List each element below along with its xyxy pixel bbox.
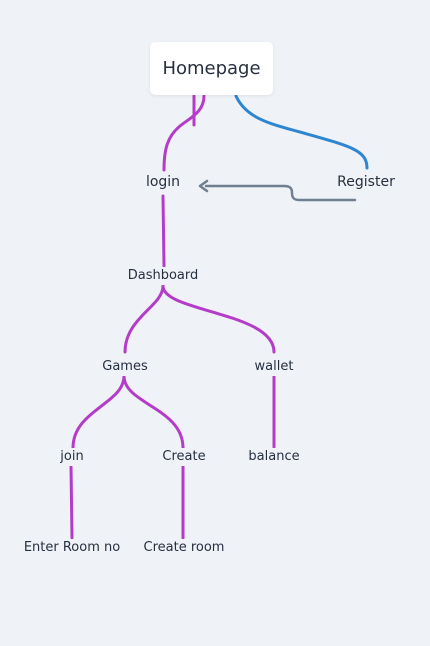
node-dashboard[interactable]: Dashboard [125,267,201,285]
node-join[interactable]: join [58,448,86,466]
node-create[interactable]: Create [160,448,208,466]
node-login[interactable]: login [143,173,183,191]
edge-games-create [122,374,185,450]
node-enter-room[interactable]: Enter Room no [21,539,123,557]
edge-login-dashboard [161,194,166,268]
node-games[interactable]: Games [100,358,150,376]
node-wallet[interactable]: wallet [252,358,296,376]
node-balance[interactable]: balance [246,448,302,466]
edge-homepage-login-curve [162,94,206,172]
arrowhead-icon [198,179,209,193]
edge-games-join [71,374,126,450]
edge-homepage-register [234,94,369,170]
edge-dashboard-wallet [161,284,276,354]
node-homepage-label: Homepage [162,58,261,79]
node-homepage[interactable]: Homepage [150,42,273,95]
node-register[interactable]: Register [335,173,397,191]
edge-dashboard-games [123,284,165,354]
node-create-room[interactable]: Create room [141,539,227,557]
edge-join-enter-room [69,464,74,540]
edge-register-login-arrow [204,184,357,202]
